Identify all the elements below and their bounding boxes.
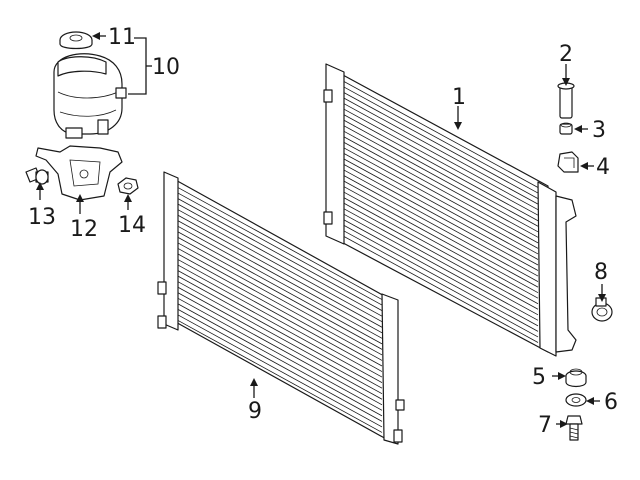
- fin-line: [343, 81, 539, 188]
- fin-line: [343, 180, 539, 288]
- fin-line: [177, 264, 383, 378]
- fin-line: [177, 192, 383, 306]
- fin-line: [177, 314, 383, 428]
- fin-line: [177, 198, 383, 311]
- callout-9: 9: [248, 399, 262, 424]
- fin-line: [177, 242, 383, 356]
- fin-line: [343, 225, 539, 332]
- fin-line: [343, 219, 539, 327]
- bolt-7: [565, 415, 583, 441]
- callout-11: 11: [108, 25, 136, 50]
- fin-line: [343, 142, 539, 249]
- fin-line: [177, 309, 383, 422]
- fin-line: [177, 225, 383, 339]
- fin-line: [343, 103, 539, 211]
- fin-line: [343, 125, 539, 233]
- fin-line: [343, 108, 539, 216]
- callout-2: 2: [559, 42, 573, 67]
- washer: [565, 393, 587, 407]
- fin-line: [343, 202, 539, 310]
- mounting-pin: [557, 82, 575, 119]
- fin-line: [343, 119, 539, 227]
- fin-line: [177, 281, 383, 395]
- expansion-tank: [53, 53, 127, 139]
- fin-line: [343, 230, 539, 338]
- fin-line: [177, 303, 383, 417]
- fin-line: [177, 231, 383, 345]
- callout-1: 1: [452, 85, 466, 110]
- fin-line: [343, 164, 539, 271]
- fin-line: [177, 320, 383, 433]
- rubber-mount: [565, 368, 587, 388]
- fin-line: [177, 248, 383, 361]
- callout-4: 4: [596, 155, 610, 180]
- radiator-main: [323, 63, 577, 357]
- fin-line: [343, 191, 539, 299]
- tank-cap: [59, 31, 93, 50]
- fin-line: [343, 175, 539, 282]
- fin-line: [177, 253, 383, 367]
- fin-line: [177, 297, 383, 411]
- fin-line: [177, 275, 383, 389]
- callout-6: 6: [604, 390, 618, 415]
- callout-13: 13: [28, 205, 56, 230]
- clip: [559, 122, 573, 135]
- fin-line: [177, 220, 383, 334]
- fin-line: [177, 187, 383, 300]
- fin-line: [343, 97, 539, 205]
- fin-line: [177, 214, 383, 328]
- fin-line: [343, 86, 539, 194]
- callout-12: 12: [70, 217, 98, 242]
- fin-line: [177, 259, 383, 372]
- fin-line: [343, 92, 539, 199]
- bolt-13: [25, 167, 49, 185]
- callout-14: 14: [118, 213, 146, 238]
- fin-line: [343, 147, 539, 255]
- fin-line: [177, 286, 383, 400]
- fin-line: [343, 114, 539, 222]
- fin-line: [177, 237, 383, 350]
- callout-labels: 1 2 3 4 8 5 6 7 9 10 11 12 13 14: [28, 25, 618, 438]
- fin-line: [343, 236, 539, 343]
- fin-line: [177, 209, 383, 323]
- fin-line: [343, 169, 539, 277]
- fin-line: [343, 208, 539, 316]
- condenser: [157, 171, 405, 445]
- grommet: [591, 297, 613, 322]
- fin-line: [343, 130, 539, 238]
- fin-line: [343, 153, 539, 260]
- fin-line: [343, 136, 539, 244]
- callout-10: 10: [152, 55, 180, 80]
- fin-line: [343, 213, 539, 321]
- fin-line: [343, 186, 539, 294]
- callout-5: 5: [532, 365, 546, 390]
- fin-line: [177, 270, 383, 383]
- callout-8: 8: [594, 260, 608, 285]
- callout-7: 7: [538, 413, 552, 438]
- leader-lines: [36, 32, 606, 428]
- upper-mount: [557, 151, 579, 173]
- tank-bracket: [35, 145, 123, 201]
- fin-line: [343, 158, 539, 266]
- fin-line: [177, 203, 383, 317]
- nut-14: [117, 177, 139, 195]
- fin-line: [177, 292, 383, 406]
- callout-3: 3: [592, 118, 606, 143]
- fin-line: [343, 197, 539, 305]
